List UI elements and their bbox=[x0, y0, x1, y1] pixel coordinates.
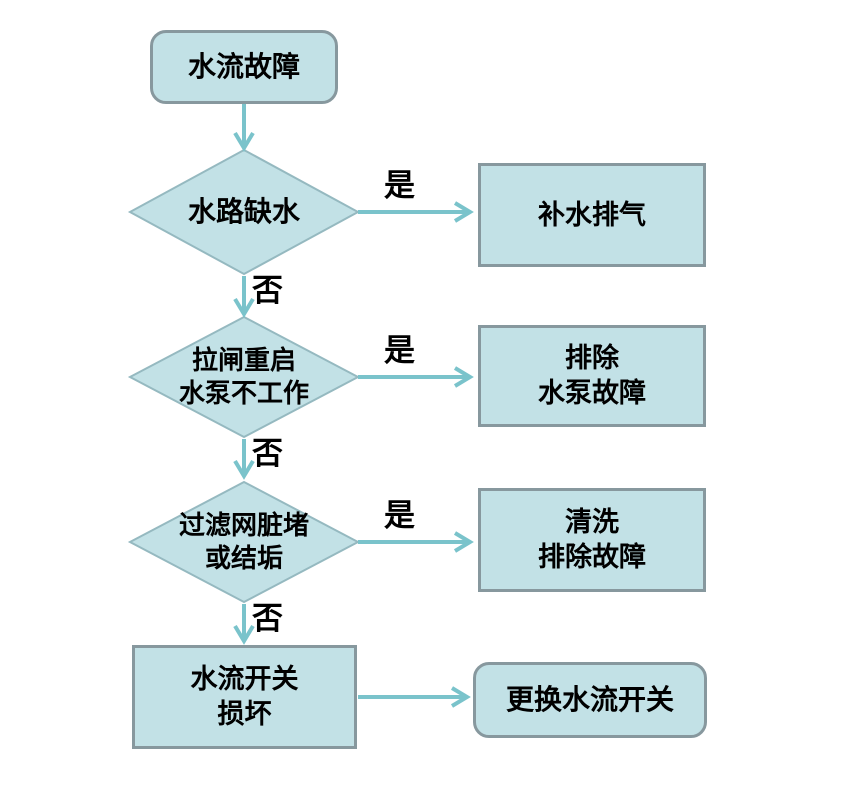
edge-label-yes3: 是 bbox=[384, 498, 415, 533]
arrow-process4-to-end bbox=[358, 686, 471, 708]
decision2-diamond-shape bbox=[127, 315, 361, 439]
arrow-decision2-yes bbox=[358, 366, 474, 388]
decision2-text-line2: 水泵不工作 bbox=[178, 378, 309, 408]
node-process3-box: 清洗 排除故障 bbox=[478, 488, 706, 592]
process2-text-line2: 水泵故障 bbox=[538, 378, 646, 408]
arrow-decision3-no bbox=[233, 604, 255, 645]
decision3-text-line2: 或结垢 bbox=[204, 543, 283, 573]
decision1-diamond-shape bbox=[127, 148, 361, 276]
node-end-label: 更换水流开关 bbox=[505, 684, 674, 716]
process3-text-line2: 排除故障 bbox=[538, 542, 646, 572]
process4-text-line2: 损坏 bbox=[217, 699, 272, 729]
edge-label-no1: 否 bbox=[252, 273, 283, 308]
node-process2-box: 排除 水泵故障 bbox=[478, 325, 706, 427]
node-decision3-label: 过滤网脏堵 或结垢 bbox=[130, 482, 358, 602]
node-end-terminator: 更换水流开关 bbox=[473, 662, 707, 738]
edge-label-no3: 否 bbox=[252, 601, 283, 636]
edge-label-no2: 否 bbox=[252, 436, 283, 471]
process2-text-line1: 排除 bbox=[565, 343, 619, 374]
decision3-text-line1: 过滤网脏堵 bbox=[178, 509, 309, 540]
decision3-diamond-shape bbox=[127, 480, 361, 604]
process1-text: 补水排气 bbox=[538, 199, 646, 230]
arrow-decision1-yes bbox=[358, 201, 474, 223]
node-decision2-label: 拉闸重启 水泵不工作 bbox=[130, 317, 358, 437]
node-decision1-label: 水路缺水 bbox=[130, 150, 358, 274]
arrow-decision2-no bbox=[233, 439, 255, 480]
node-process4-box: 水流开关 损坏 bbox=[132, 645, 357, 749]
arrow-start-to-decision1 bbox=[233, 104, 255, 152]
process3-text-line1: 清洗 bbox=[565, 507, 619, 538]
node-start-terminator: 水流故障 bbox=[150, 30, 338, 104]
edge-label-yes2: 是 bbox=[384, 333, 415, 368]
process4-text-line1: 水流开关 bbox=[190, 664, 299, 695]
node-start-label: 水流故障 bbox=[187, 51, 300, 83]
edge-label-yes1: 是 bbox=[384, 168, 415, 203]
node-process1-box: 补水排气 bbox=[478, 163, 706, 267]
decision1-text: 水路缺水 bbox=[187, 196, 300, 228]
arrow-decision3-yes bbox=[358, 531, 474, 553]
decision2-text-line1: 拉闸重启 bbox=[191, 344, 296, 375]
arrow-decision1-no bbox=[233, 276, 255, 318]
